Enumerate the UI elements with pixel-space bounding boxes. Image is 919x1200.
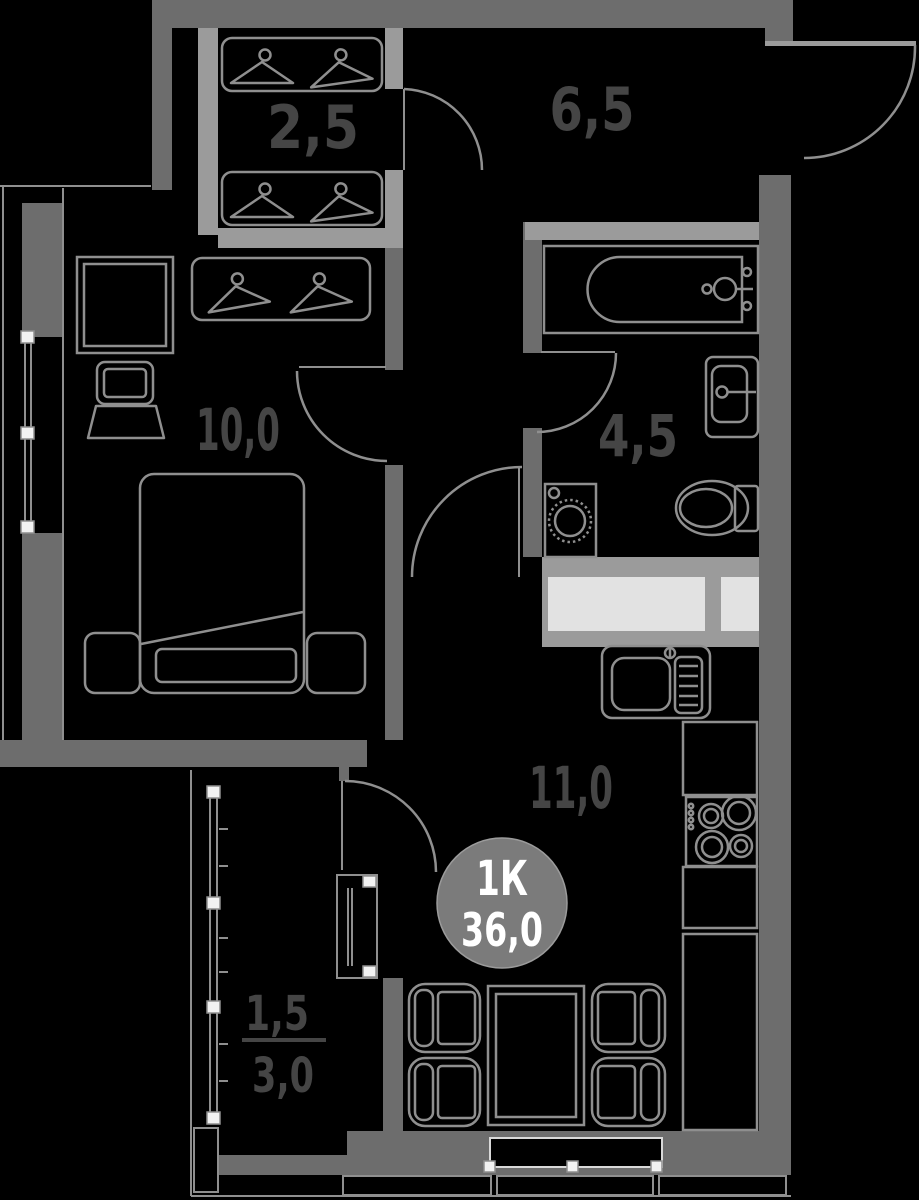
kitchen-counter [681, 865, 759, 930]
wash-basin [704, 355, 760, 439]
closet-hanger-rail-bottom [220, 170, 384, 227]
dining-chair [407, 982, 482, 1054]
entrance-door [803, 44, 917, 160]
balcony-reduced-area: 1,5 [245, 986, 309, 1042]
dining-table [486, 984, 586, 1127]
dining-chair [407, 1056, 482, 1128]
desk-chair [86, 360, 166, 440]
badge-circle [436, 837, 568, 969]
bedroom-area-label: 10,0 [196, 396, 280, 464]
washing-machine [543, 482, 598, 559]
bedroom-door [295, 366, 388, 463]
bathroom-area-label: 4,5 [598, 402, 678, 470]
closet-door [403, 87, 484, 171]
kitchen-window [342, 1137, 787, 1196]
pillow [154, 647, 298, 684]
duct-shaft [542, 575, 759, 647]
dining-chair [590, 1056, 667, 1128]
kitchen-counter [681, 932, 759, 1132]
stove-burners [684, 794, 759, 868]
outer-walls [0, 0, 793, 1175]
dining-chair [590, 982, 667, 1054]
dresser [75, 255, 175, 355]
nightstand-left [83, 631, 142, 695]
kitchen-sink [600, 644, 712, 720]
balcony-full-area: 3,0 [252, 1048, 314, 1104]
nightstand-right [305, 631, 367, 695]
closet-area-label: 2,5 [267, 93, 359, 163]
toilet [674, 479, 760, 537]
bathtub [542, 244, 760, 335]
double-bed [138, 472, 306, 695]
balcony-glazing [193, 785, 228, 1193]
balcony-kitchen-window [336, 874, 378, 979]
balcony-area-label: 1,5 3,0 [242, 986, 326, 1104]
partition-walls [198, 28, 916, 575]
hallway-area-label: 6,5 [550, 75, 635, 145]
kitchen-area-label: 11,0 [529, 754, 613, 822]
badge-type: 1К [476, 851, 528, 907]
bathroom-door [536, 351, 618, 434]
closet-hanger-rail-top [220, 36, 384, 93]
badge-area: 36,0 [461, 903, 543, 957]
balcony-door [341, 779, 438, 873]
bedroom-wardrobe [190, 256, 372, 322]
apartment-badge: 1К 36,0 [436, 837, 568, 969]
kitchen-counter [681, 720, 759, 797]
bedroom-window [20, 330, 35, 534]
kitchen-corridor-door [410, 465, 523, 578]
room-labels: 2,5 6,5 10,0 4,5 11,0 [196, 75, 678, 822]
